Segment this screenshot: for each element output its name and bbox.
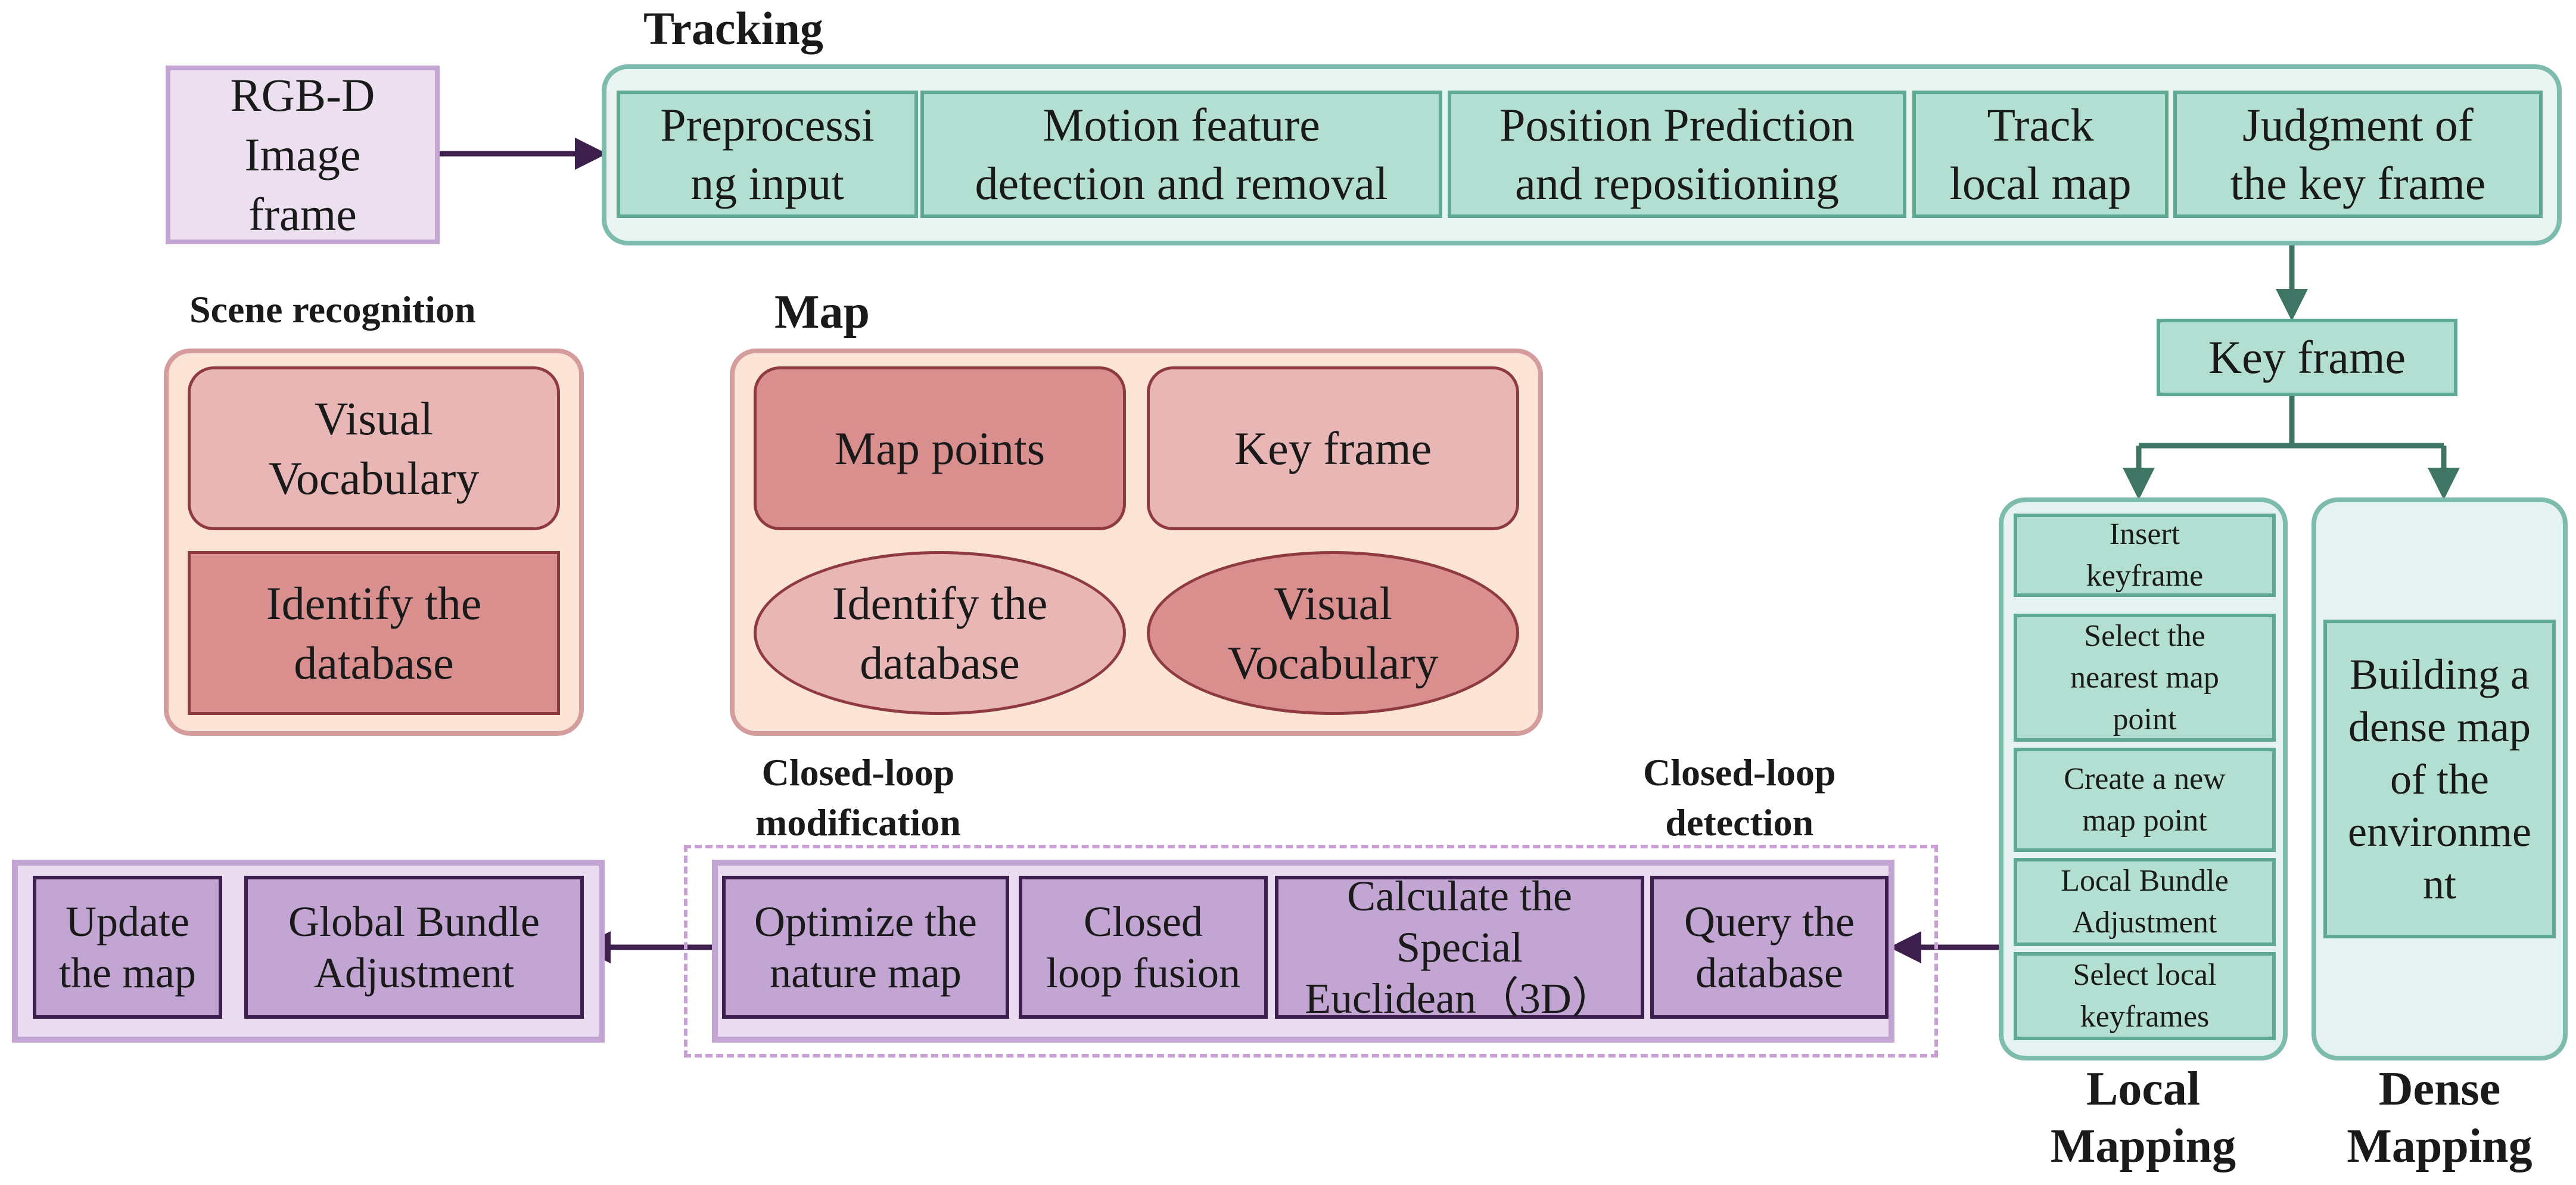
global-update-map: Update the map [33, 876, 222, 1019]
tracking-step-preprocessing: Preprocessi ng input [617, 91, 918, 218]
cl-query-database: Query the database [1650, 876, 1889, 1019]
tracking-step-position-prediction: Position Prediction and repositioning [1448, 91, 1906, 218]
global-bundle-adjustment: Global Bundle Adjustment [244, 876, 584, 1019]
local-mapping-title: Local Mapping [2050, 1063, 2236, 1172]
map-identify-database: Identify the database [754, 551, 1126, 715]
tracking-step-keyframe-judgment: Judgment of the key frame [2173, 91, 2543, 218]
dense-mapping-title: Dense Mapping [2347, 1063, 2533, 1172]
map-visual-vocabulary: Visual Vocabulary [1147, 551, 1519, 715]
key-frame-node: Key frame [2157, 319, 2457, 396]
map-title: Map [774, 286, 870, 338]
rgbd-input-node: RGB-D Image frame [166, 66, 440, 244]
tracking-step-track-local-map: Track local map [1912, 91, 2169, 218]
lm-select-nearest-map-point: Select the nearest map point [2014, 614, 2276, 742]
tracking-title: Tracking [643, 2, 823, 54]
closed-loop-modification-title: Closed-loop modification [755, 751, 961, 844]
cl-optimize-nature-map: Optimize the nature map [722, 876, 1009, 1019]
map-key-frame: Key frame [1147, 366, 1519, 530]
lm-select-local-keyframes: Select local keyframes [2014, 952, 2276, 1040]
cl-calculate-special-euclidean: Calculate the Special Euclidean（3D） [1275, 872, 1644, 1022]
scene-recognition-title: Scene recognition [189, 288, 476, 331]
scene-identify-database: Identify the database [188, 551, 560, 715]
closed-loop-detection-title: Closed-loop detection [1643, 751, 1836, 844]
dense-building-map: Building a dense map of the environme nt [2323, 620, 2556, 938]
closed-loop-dashed-outline [684, 845, 1938, 1058]
lm-insert-keyframe: Insert keyframe [2014, 514, 2276, 597]
cl-closed-loop-fusion: Closed loop fusion [1019, 876, 1268, 1019]
scene-visual-vocabulary: Visual Vocabulary [188, 366, 560, 530]
map-points: Map points [754, 366, 1126, 530]
tracking-step-motion-feature: Motion feature detection and removal [920, 91, 1442, 218]
lm-create-new-map-point: Create a new map point [2014, 748, 2276, 852]
lm-local-bundle-adjustment: Local Bundle Adjustment [2014, 858, 2276, 946]
